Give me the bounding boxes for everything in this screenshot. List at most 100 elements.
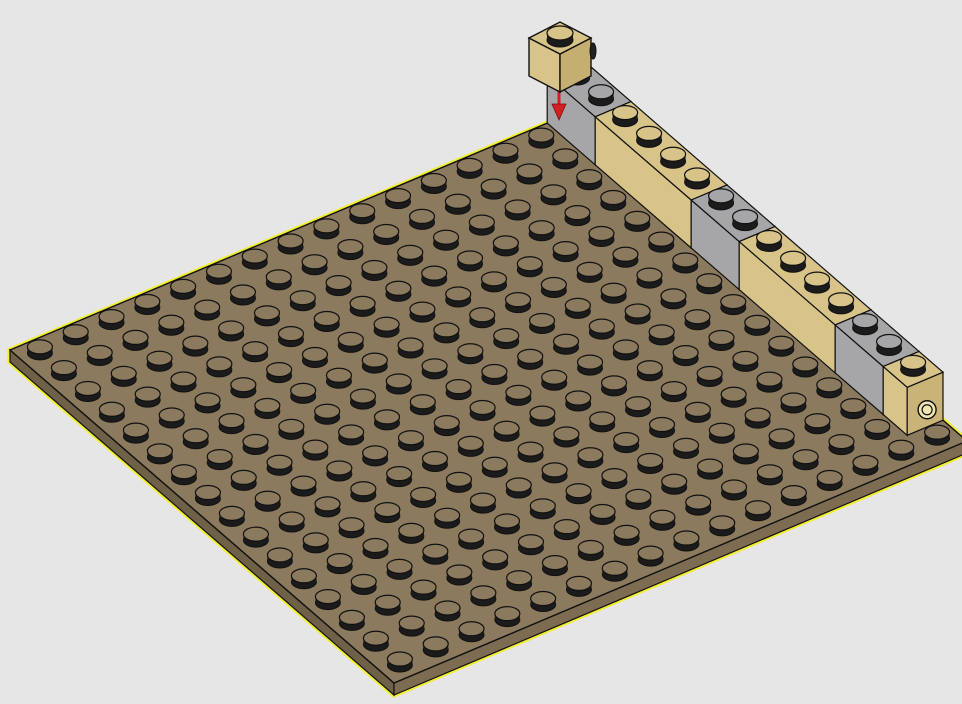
plate-stud bbox=[506, 385, 531, 405]
plate-stud bbox=[483, 550, 508, 570]
plate-stud bbox=[147, 351, 172, 371]
plate-stud bbox=[327, 554, 352, 574]
plate-stud bbox=[506, 478, 531, 498]
plate-stud bbox=[530, 406, 555, 426]
plate-stud bbox=[626, 397, 651, 417]
plate-stud bbox=[99, 310, 124, 330]
plate-stud bbox=[541, 278, 566, 298]
plate-stud bbox=[398, 431, 423, 451]
wall-stud bbox=[709, 189, 734, 210]
plate-stud bbox=[422, 266, 447, 286]
plate-stud bbox=[589, 226, 614, 246]
plate-stud bbox=[470, 308, 495, 328]
plate-stud bbox=[242, 249, 267, 269]
plate-stud bbox=[445, 194, 470, 214]
plate-stud bbox=[662, 474, 687, 494]
plate-stud bbox=[243, 527, 268, 547]
plate-stud bbox=[577, 262, 602, 282]
plate-stud bbox=[314, 219, 339, 239]
plate-stud bbox=[326, 368, 351, 388]
plate-stud bbox=[339, 610, 364, 630]
plate-stud bbox=[399, 616, 424, 636]
wall-stud bbox=[805, 272, 830, 293]
plate-stud bbox=[326, 276, 351, 296]
plate-stud bbox=[87, 346, 112, 366]
plate-stud bbox=[566, 576, 591, 596]
plate-stud bbox=[243, 342, 268, 362]
wall-stud bbox=[877, 335, 902, 356]
plate-stud bbox=[494, 421, 519, 441]
plate-stud bbox=[613, 340, 638, 360]
plate-stud bbox=[553, 242, 578, 262]
plate-stud bbox=[255, 491, 280, 511]
plate-stud bbox=[386, 374, 411, 394]
plate-stud bbox=[207, 357, 232, 377]
plate-stud bbox=[374, 410, 399, 430]
plate-stud bbox=[554, 520, 579, 540]
plate-stud bbox=[829, 435, 854, 455]
plate-stud bbox=[637, 268, 662, 288]
plate-stud bbox=[542, 556, 567, 576]
plate-stud bbox=[518, 535, 543, 555]
plate-stud bbox=[590, 505, 615, 525]
plate-stud bbox=[291, 383, 316, 403]
plate-stud bbox=[495, 607, 520, 627]
plate-stud bbox=[578, 355, 603, 375]
plate-stud bbox=[374, 317, 399, 337]
wall-stud bbox=[757, 230, 782, 251]
plate-stud bbox=[423, 637, 448, 657]
plate-stud bbox=[781, 486, 806, 506]
plate-stud bbox=[123, 423, 148, 443]
plate-stud bbox=[386, 189, 411, 209]
plate-stud bbox=[254, 306, 279, 326]
plate-stud bbox=[387, 652, 412, 672]
plate-stud bbox=[266, 270, 291, 290]
plate-stud bbox=[685, 310, 710, 330]
plate-stud bbox=[625, 211, 650, 231]
plate-stud bbox=[577, 170, 602, 190]
plate-stud bbox=[339, 425, 364, 445]
plate-stud bbox=[698, 459, 723, 479]
plate-stud bbox=[123, 330, 148, 350]
plate-stud bbox=[171, 372, 196, 392]
plate-stud bbox=[722, 480, 747, 500]
plate-stud bbox=[290, 291, 315, 311]
plate-stud bbox=[506, 293, 531, 313]
plate-stud bbox=[363, 446, 388, 466]
plate-stud bbox=[493, 236, 518, 256]
plate-stud bbox=[566, 484, 591, 504]
plate-stud bbox=[757, 372, 782, 392]
plate-stud bbox=[469, 215, 494, 235]
plate-stud bbox=[733, 444, 758, 464]
plate-stud bbox=[554, 334, 579, 354]
plate-stud bbox=[374, 225, 399, 245]
plate-stud bbox=[481, 179, 506, 199]
wall-stud bbox=[829, 293, 854, 314]
plate-stud bbox=[746, 501, 771, 521]
plate-stud bbox=[482, 365, 507, 385]
plate-stud bbox=[410, 302, 435, 322]
plate-stud bbox=[351, 574, 376, 594]
plate-stud bbox=[315, 404, 340, 424]
wall-stud bbox=[637, 126, 662, 147]
plate-stud bbox=[650, 510, 675, 530]
plate-stud bbox=[279, 419, 304, 439]
plate-stud bbox=[565, 298, 590, 318]
plate-stud bbox=[350, 296, 375, 316]
plate-stud bbox=[529, 128, 554, 148]
plate-stud bbox=[434, 323, 459, 343]
plate-stud bbox=[303, 533, 328, 553]
plate-stud bbox=[637, 361, 662, 381]
brick-side-stub bbox=[590, 43, 596, 59]
plate-stud bbox=[51, 361, 76, 381]
plate-stud bbox=[745, 408, 770, 428]
plate-stud bbox=[590, 412, 615, 432]
plate-stud bbox=[267, 363, 292, 383]
plate-stud bbox=[386, 281, 411, 301]
plate-stud bbox=[841, 399, 866, 419]
plate-stud bbox=[350, 204, 375, 224]
plate-stud bbox=[517, 164, 542, 184]
plate-stud bbox=[578, 540, 603, 560]
plate-stud bbox=[183, 429, 208, 449]
plate-stud bbox=[219, 414, 244, 434]
